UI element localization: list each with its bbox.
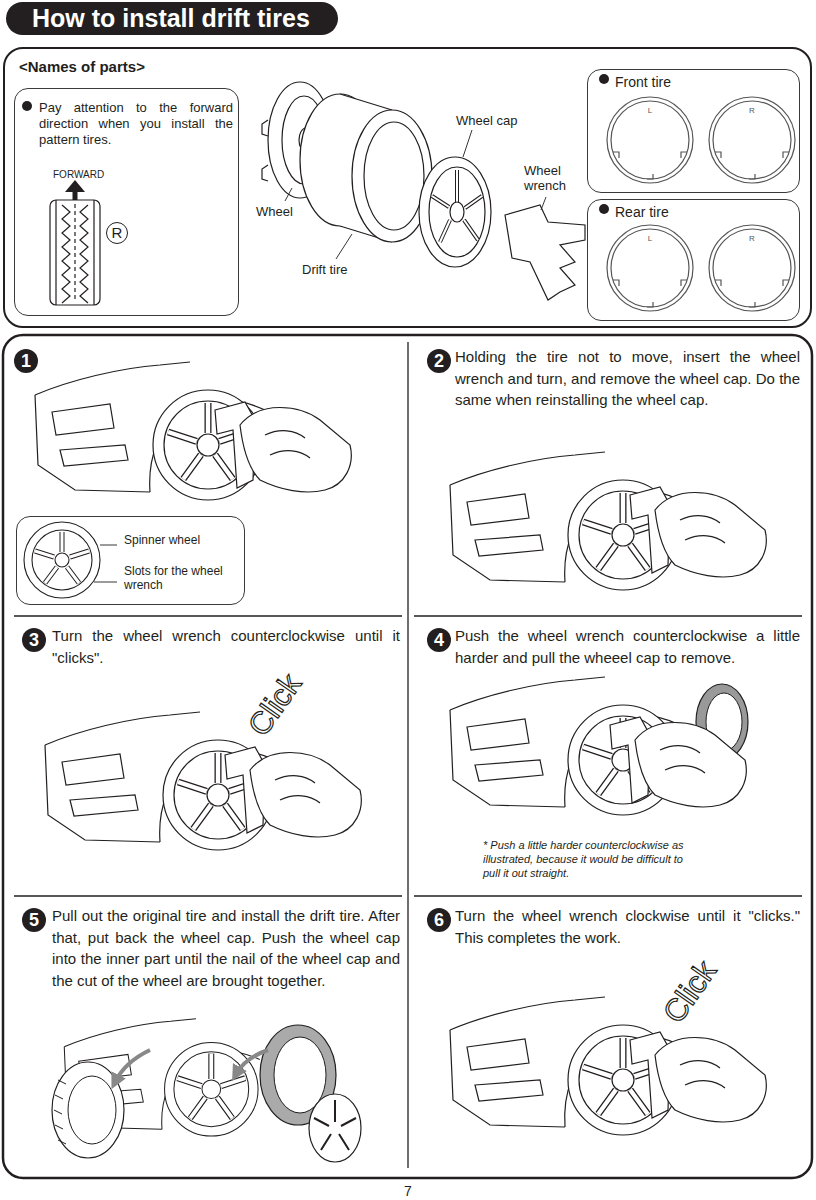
cell-dividers [14, 342, 802, 1168]
panel-heading: <Names of parts> [19, 58, 239, 76]
tire-heading: Rear tire [615, 204, 775, 220]
step-cell: 1Spinner wheelSlots for the wheel wrench [12, 343, 402, 613]
side-mark: L [648, 106, 652, 115]
part-label: Wheel [256, 204, 293, 219]
step-number: 2 [427, 349, 451, 373]
step-number: 4 [427, 628, 451, 652]
step-text: Holding the tire not to move, insert the… [455, 346, 800, 411]
side-mark: R [749, 106, 755, 115]
note-text: Pay attention to the forward direction w… [39, 100, 233, 148]
step-text: Turn the wheel wrench clockwise until it… [455, 905, 800, 948]
part-label: Wheel cap [456, 113, 517, 128]
step-number: 1 [14, 349, 38, 373]
step-number: 3 [22, 628, 46, 652]
page-number: 7 [404, 1183, 412, 1199]
step-cell: 5Pull out the original tire and install … [12, 899, 406, 1165]
sound-label: Click [242, 668, 308, 743]
pattern-tire [22, 101, 100, 305]
tire-box: Rear tire [587, 199, 800, 321]
part-label: Wheel wrench [524, 163, 576, 193]
spinner-wheel [24, 522, 117, 598]
step-text: Pull out the original tire and install t… [52, 905, 400, 991]
part-label: Spinner wheel [124, 533, 239, 547]
side-mark: R [749, 234, 755, 243]
step-cell: 4Push the wheel wrench counterclockwise … [414, 619, 806, 894]
side-mark: L [648, 234, 652, 243]
part-label: Drift tire [302, 262, 348, 277]
tire-heading: Front tire [615, 74, 775, 90]
steps-panel [3, 335, 812, 1178]
step-cell: 3Turn the wheel wrench counterclockwise … [12, 619, 406, 894]
note-box: Pay attention to the forward direction w… [14, 88, 239, 316]
step-number: 6 [427, 908, 451, 932]
direction-label: FORWARD [53, 169, 143, 181]
title-banner: How to install drift tires [6, 2, 338, 35]
step-number: 5 [22, 908, 46, 932]
exploded-wheel [262, 82, 585, 300]
inset-box: Spinner wheelSlots for the wheel wrench [16, 516, 245, 605]
step-cell: 6Turn the wheel wrench clockwise until i… [414, 899, 806, 1165]
tire-box: Front tire [587, 69, 800, 193]
step-text: Push the wheel wrench counterclockwise a… [455, 625, 800, 668]
step-text: Turn the wheel wrench counterclockwise u… [52, 625, 400, 668]
step-cell: 2Holding the tire not to move, insert th… [414, 343, 806, 613]
direction-mark: R [106, 222, 128, 244]
sound-label: Click [657, 955, 723, 1030]
footnote: * Push a little harder counterclockwise … [483, 838, 688, 880]
step-illustrations [35, 362, 766, 1162]
parts-panel: <Names of parts> Pay attention to the for… [3, 47, 812, 328]
part-label: Slots for the wheel wrench [124, 564, 239, 592]
